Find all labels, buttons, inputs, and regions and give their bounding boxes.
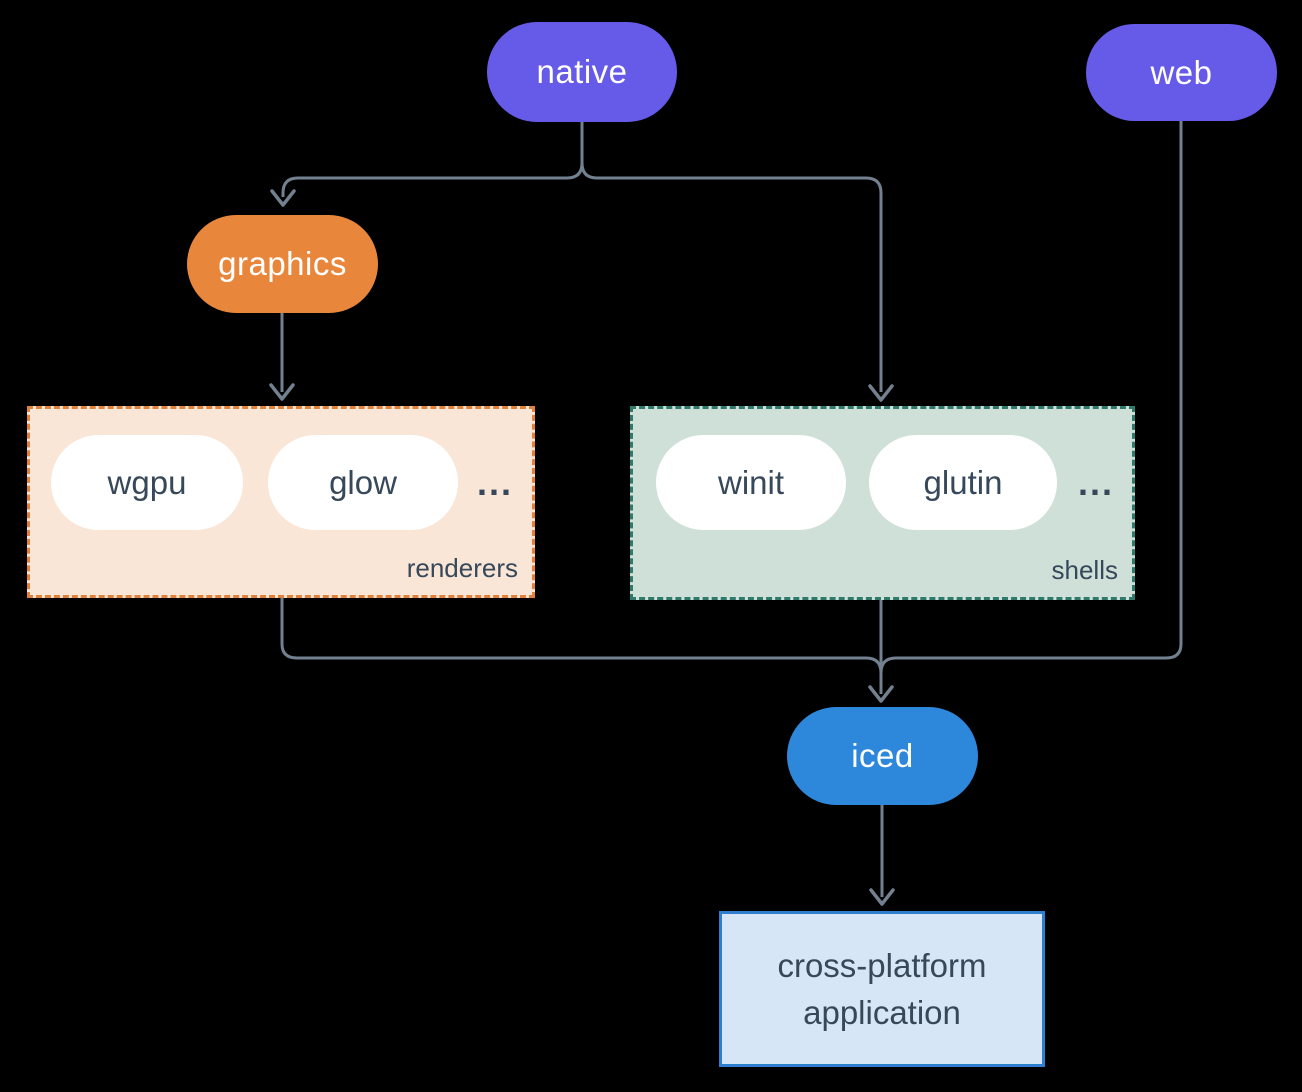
arrowhead-application-top — [869, 888, 895, 906]
node-glutin: glutin — [869, 435, 1057, 530]
edge-renderers-to-merge — [280, 598, 883, 674]
node-native: native — [487, 22, 677, 122]
group-renderers: wgpu glow ... renderers — [27, 406, 535, 598]
node-cross-platform-application: cross-platform application — [719, 911, 1045, 1067]
renderers-ellipsis: ... — [476, 462, 513, 503]
edge-native-to-graphics — [281, 162, 584, 197]
edge-native-to-shells — [580, 162, 883, 392]
node-iced: iced — [787, 707, 978, 805]
arrowhead-shells-top — [868, 384, 894, 402]
arrowhead-graphics-top — [270, 189, 296, 207]
group-shells: winit glutin ... shells — [630, 406, 1135, 600]
node-glow: glow — [268, 435, 458, 530]
application-label: cross-platform application — [777, 947, 987, 1031]
node-web-label: web — [1150, 53, 1213, 91]
node-glutin-label: glutin — [923, 463, 1003, 501]
renderers-group-label: renderers — [406, 553, 518, 583]
node-winit-label: winit — [717, 463, 785, 501]
node-winit: winit — [656, 435, 846, 530]
node-wgpu: wgpu — [51, 435, 243, 530]
node-glow-label: glow — [329, 463, 397, 501]
node-graphics: graphics — [187, 215, 378, 313]
arrowhead-renderers-top — [269, 383, 295, 401]
arrowhead-iced-top — [868, 685, 894, 703]
node-wgpu-label: wgpu — [107, 463, 187, 501]
node-graphics-label: graphics — [218, 245, 347, 282]
node-native-label: native — [536, 53, 628, 90]
shells-ellipsis: ... — [1077, 462, 1114, 503]
node-iced-label: iced — [851, 737, 914, 774]
edge-web-to-merge — [879, 121, 1183, 674]
node-web: web — [1086, 24, 1277, 121]
shells-group-label: shells — [1051, 555, 1118, 585]
